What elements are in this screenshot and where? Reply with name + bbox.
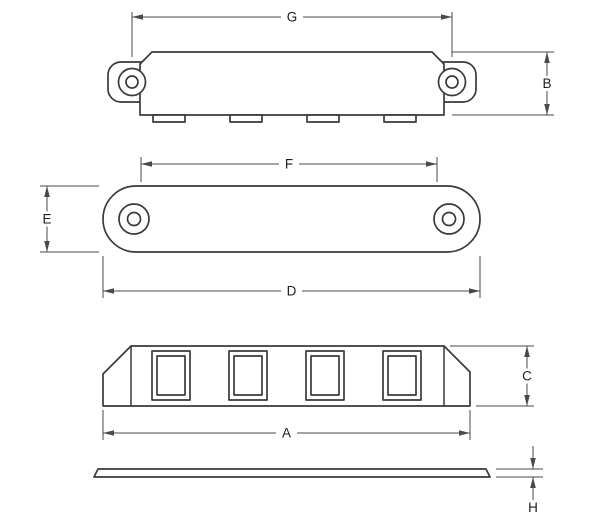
front-slot-inner [156,355,186,396]
dim-label-b: B [542,76,551,91]
dim-label-a: A [282,426,291,441]
dim-label-h: H [528,500,538,515]
f-label-bg [279,156,299,172]
view-top-edge [107,51,477,123]
top-view-foot [383,114,417,123]
top-view-right-hole-inner [445,75,459,89]
outline-layer [93,51,491,478]
top-view-foot [229,114,263,123]
front-slot-inner [387,355,417,396]
view-plan [102,185,481,253]
front-slot-inner [310,355,340,396]
plan-view-left-hole-inner [126,211,142,227]
dim-label-g: G [287,10,298,25]
dim-label-d: D [287,284,297,299]
b-label-bg [538,76,556,91]
d-label-bg [281,283,302,299]
dim-label-f: F [285,157,293,172]
view-front [102,345,471,407]
label-backgrounds [38,9,556,441]
dim-label-e: E [42,212,51,227]
plan-view-outline [102,185,481,253]
e-label-bg [38,211,56,227]
c-label-bg [518,368,536,384]
label-layer: G B F E D C A H [42,10,551,516]
top-view-foot [152,114,186,123]
top-view-body [139,51,445,116]
front-slot-inner [233,355,263,396]
view-profile [93,468,491,478]
a-label-bg [276,425,297,441]
profile-bar [93,468,491,478]
plan-view-right-hole-inner [441,211,457,227]
g-label-bg [281,9,303,25]
top-view-left-hole-inner [125,75,139,89]
dimension-h [496,446,543,500]
top-view-foot [306,114,340,123]
dim-label-c: C [522,369,532,384]
